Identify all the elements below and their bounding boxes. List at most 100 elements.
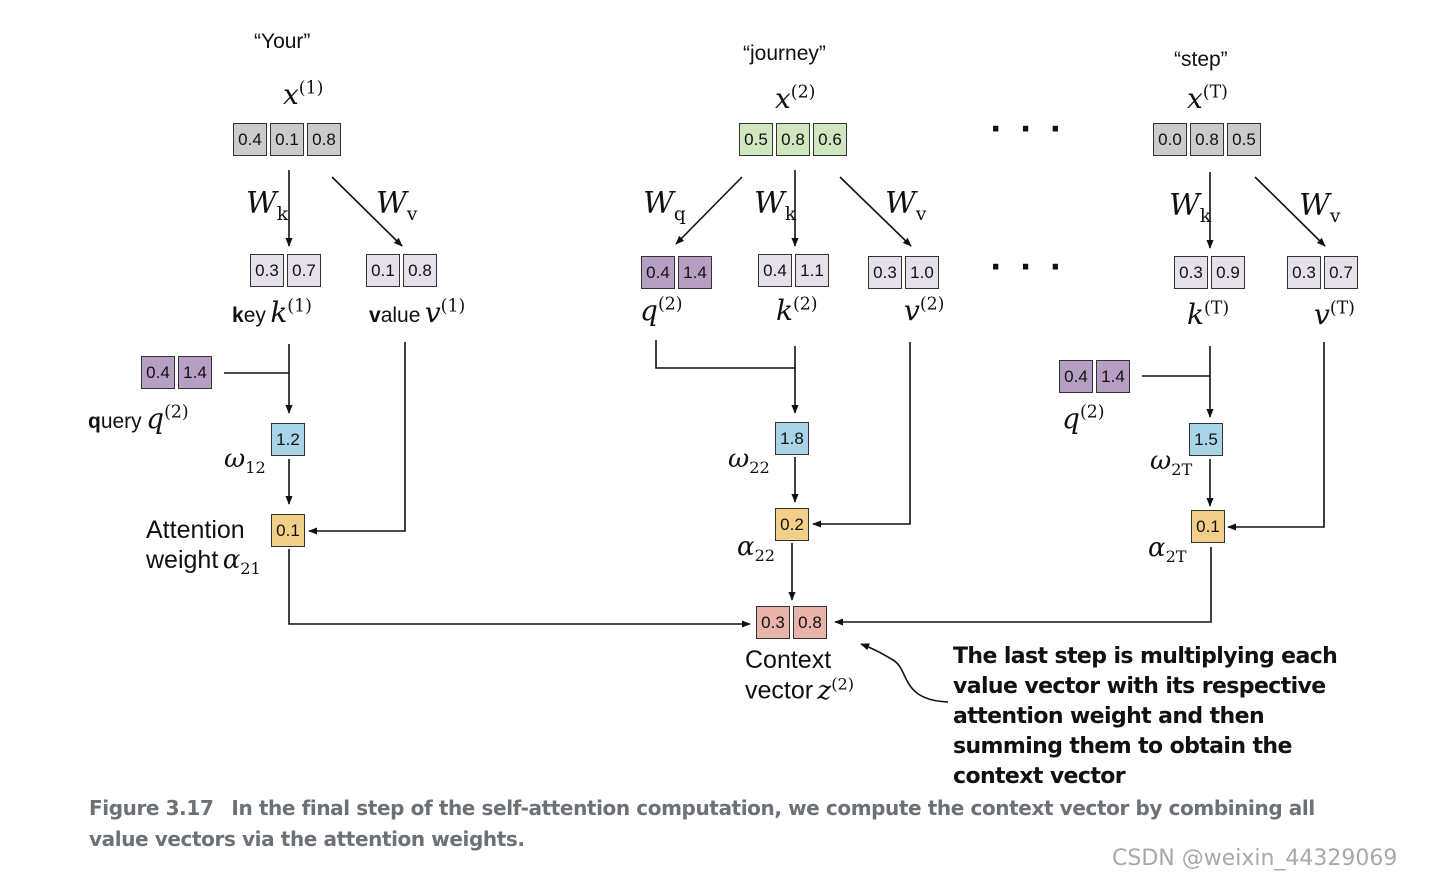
caption-text: In the final step of the self-attention … — [89, 796, 1315, 851]
vector-cell: 0.4 — [1059, 360, 1093, 393]
weight-a21: 0.1 — [271, 514, 305, 547]
score-cell: 1.5 — [1189, 423, 1223, 456]
label-wv-T: Wv — [1299, 188, 1341, 227]
arrow-x2-to-q2 — [675, 176, 743, 245]
vector-cell: 0.8 — [403, 254, 437, 287]
annotation-text: The last step is multiplying each value … — [953, 644, 1338, 789]
arrow-a21-to-context — [288, 549, 751, 628]
label-a22: α22 — [737, 532, 776, 566]
vector-cell: 0.1 — [366, 254, 400, 287]
label-context-line1: Context — [745, 646, 832, 674]
arrow-vT-to-a2T — [1227, 342, 1325, 531]
vector-cell: 1.4 — [1096, 360, 1130, 393]
weight-cell: 0.1 — [1191, 510, 1225, 543]
weight-a2T: 0.1 — [1191, 510, 1225, 543]
label-wk-T: Wk — [1169, 188, 1212, 227]
input-vector-xT: 0.0 0.8 0.5 — [1153, 123, 1261, 156]
label-wk-2: Wk — [754, 186, 797, 225]
vector-cell: 0.3 — [868, 256, 902, 289]
input-vector-x1: 0.4 0.1 0.8 — [233, 123, 341, 156]
label-w2T: ω2T — [1150, 446, 1193, 480]
label-q2-right: q(2) — [1062, 402, 1105, 435]
vector-cell: 0.6 — [813, 123, 847, 156]
vector-cell: 0.3 — [1174, 256, 1208, 289]
vector-cell: 0.8 — [793, 606, 827, 639]
arrow-x1-to-v1 — [331, 176, 403, 247]
value-vector-vT: 0.3 0.7 — [1287, 256, 1358, 289]
context-vector-z2: 0.3 0.8 — [756, 606, 827, 639]
vector-cell: 0.1 — [270, 123, 304, 156]
value-vector-v2: 0.3 1.0 — [868, 256, 939, 289]
arrow-v2-to-a22 — [812, 342, 911, 528]
watermark: CSDN @weixin_44329069 — [1112, 846, 1398, 871]
input-vector-x2: 0.5 0.8 0.6 — [739, 123, 847, 156]
arrow-x2-to-v2 — [839, 176, 912, 247]
vector-cell: 0.7 — [1324, 256, 1358, 289]
vector-cell: 0.3 — [1287, 256, 1321, 289]
label-x2: x(2) — [775, 82, 816, 115]
vector-cell: 0.7 — [287, 254, 321, 287]
token-step: “step” — [1174, 48, 1228, 71]
ellipsis-middle: · · · — [990, 250, 1066, 285]
vector-cell: 0.4 — [758, 254, 792, 287]
label-context-line2: vector z(2) — [745, 674, 855, 706]
score-w22: 1.8 — [775, 422, 809, 455]
vector-cell: 1.0 — [905, 256, 939, 289]
vector-cell: 0.8 — [307, 123, 341, 156]
label-wv-2: Wv — [885, 186, 927, 225]
line-q2-to-w22 — [655, 340, 795, 369]
vector-cell: 0.4 — [641, 256, 675, 289]
vector-cell: 0.4 — [141, 356, 175, 389]
label-kT: k(T) — [1187, 298, 1230, 331]
arrow-v1-to-a21 — [308, 342, 406, 535]
label-vT: v(T) — [1314, 298, 1355, 331]
label-w22: ω22 — [728, 444, 770, 478]
score-cell: 1.2 — [271, 423, 305, 456]
vector-cell: 0.3 — [756, 606, 790, 639]
vector-cell: 0.8 — [1190, 123, 1224, 156]
vector-cell: 1.4 — [678, 256, 712, 289]
vector-cell: 0.3 — [250, 254, 284, 287]
score-w12: 1.2 — [271, 423, 305, 456]
arrow-a2T-to-context — [834, 547, 1212, 626]
vector-cell: 0.5 — [1227, 123, 1261, 156]
label-w12: ω12 — [224, 444, 266, 478]
token-your: “Your” — [254, 30, 311, 53]
label-wq-2: Wq — [643, 186, 686, 225]
vector-cell: 0.8 — [776, 123, 810, 156]
value-vector-v1: 0.1 0.8 — [366, 254, 437, 287]
label-wv-1: Wv — [376, 186, 418, 225]
label-query-q2-left: query q(2) — [88, 402, 189, 435]
key-vector-kT: 0.3 0.9 — [1174, 256, 1245, 289]
token-journey: “journey” — [743, 42, 826, 65]
vector-cell: 0.9 — [1211, 256, 1245, 289]
label-k2: k(2) — [776, 294, 818, 327]
label-a2T: α2T — [1148, 533, 1187, 567]
figure-number: Figure 3.17 — [89, 796, 214, 820]
label-v2: v(2) — [904, 294, 945, 327]
vector-cell: 0.0 — [1153, 123, 1187, 156]
vector-cell: 0.4 — [233, 123, 267, 156]
annotation-pointer — [860, 643, 949, 703]
key-vector-k2: 0.4 1.1 — [758, 254, 829, 287]
weight-cell: 0.2 — [775, 508, 809, 541]
label-value-v1: value v(1) — [369, 296, 466, 329]
label-attention-line1: Attention — [146, 516, 245, 544]
score-cell: 1.8 — [775, 422, 809, 455]
query-vector-q2-left: 0.4 1.4 — [141, 356, 212, 389]
label-x1: x(1) — [283, 78, 324, 111]
label-attention-line2: weight α21 — [146, 545, 261, 579]
label-key-k1: key k(1) — [232, 296, 312, 329]
query-vector-q2: 0.4 1.4 — [641, 256, 712, 289]
query-vector-q2-right: 0.4 1.4 — [1059, 360, 1130, 393]
vector-cell: 0.5 — [739, 123, 773, 156]
ellipsis-top: · · · — [990, 112, 1066, 147]
arrow-xT-to-vT — [1254, 176, 1326, 247]
label-xT: x(T) — [1187, 82, 1228, 115]
key-vector-k1: 0.3 0.7 — [250, 254, 321, 287]
vector-cell: 1.4 — [178, 356, 212, 389]
weight-cell: 0.1 — [271, 514, 305, 547]
weight-a22: 0.2 — [775, 508, 809, 541]
